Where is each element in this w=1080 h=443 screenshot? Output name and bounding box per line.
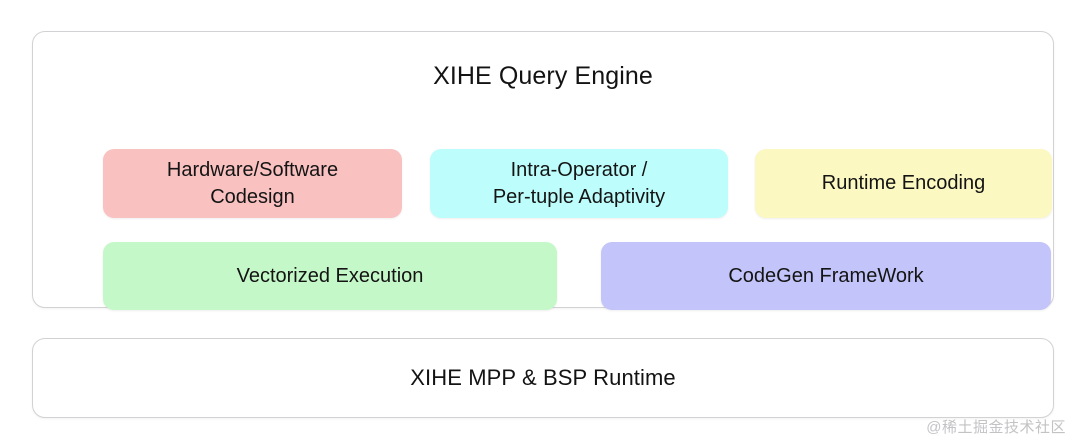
block-intra-operator-adaptivity[interactable]: Intra-Operator / Per-tuple Adaptivity: [430, 149, 728, 218]
block-hardware-software-codesign-label: Hardware/Software Codesign: [166, 159, 339, 208]
mpp-bsp-runtime-title: XIHE MPP & BSP Runtime: [410, 365, 676, 390]
block-codegen-framework-label: CodeGen FrameWork: [728, 264, 924, 287]
block-codegen-framework[interactable]: CodeGen FrameWork: [601, 242, 1051, 310]
watermark: @稀土掘金技术社区: [926, 419, 1066, 436]
block-vectorized-execution[interactable]: Vectorized Execution: [103, 242, 557, 310]
block-hardware-software-codesign[interactable]: Hardware/Software Codesign: [103, 149, 402, 218]
block-intra-operator-adaptivity-label: Intra-Operator / Per-tuple Adaptivity: [492, 159, 666, 208]
mpp-bsp-runtime-panel: XIHE MPP & BSP Runtime: [32, 338, 1054, 418]
block-runtime-encoding[interactable]: Runtime Encoding: [755, 149, 1052, 218]
block-vectorized-execution-label: Vectorized Execution: [236, 264, 424, 287]
query-engine-title: XIHE Query Engine: [433, 62, 653, 90]
query-engine-panel: XIHE Query Engine Hardware/Software Code…: [32, 31, 1054, 310]
block-runtime-encoding-label: Runtime Encoding: [821, 172, 986, 195]
